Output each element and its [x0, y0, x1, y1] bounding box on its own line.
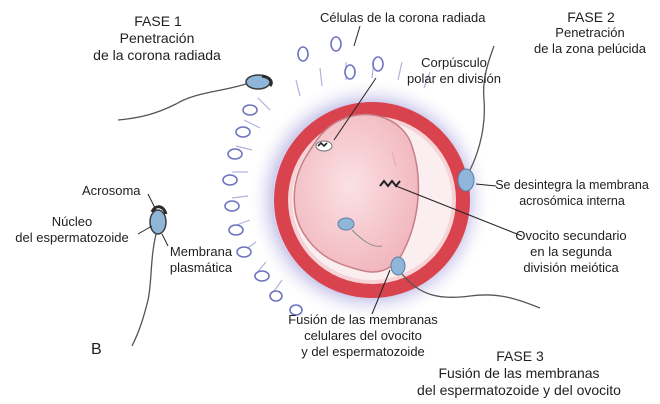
label-fase3-desc: Fusión de las membranas del espermatozoi…	[388, 365, 650, 399]
label-fase2-desc: Penetración de la zona pelúcida	[520, 25, 660, 57]
label-sperm-nucleus: Núcleo del espermatozoide	[4, 214, 140, 246]
label-fase1-desc: Penetración de la corona radiada	[62, 30, 252, 64]
polar-body	[316, 141, 332, 151]
label-polar-body: Corpúsculo polar en división	[396, 55, 512, 87]
label-plasma-membrane: Membrana plasmática	[156, 244, 246, 276]
label-secondary-oocyte: Ovocito secundario en la segunda divisió…	[506, 228, 636, 276]
label-acrosomal-membrane: Se desintegra la membrana acrosómica int…	[486, 177, 658, 209]
label-fase2-title: FASE 2	[530, 9, 652, 26]
label-acrosome: Acrosoma	[82, 183, 141, 199]
panel-letter: B	[91, 342, 102, 358]
label-corona-radiata: Células de la corona radiada	[320, 10, 486, 26]
label-fase3-title: FASE 3	[460, 348, 580, 365]
label-fase1-title: FASE 1	[102, 13, 214, 30]
label-membrane-fusion: Fusión de las membranas celulares del ov…	[270, 312, 456, 360]
